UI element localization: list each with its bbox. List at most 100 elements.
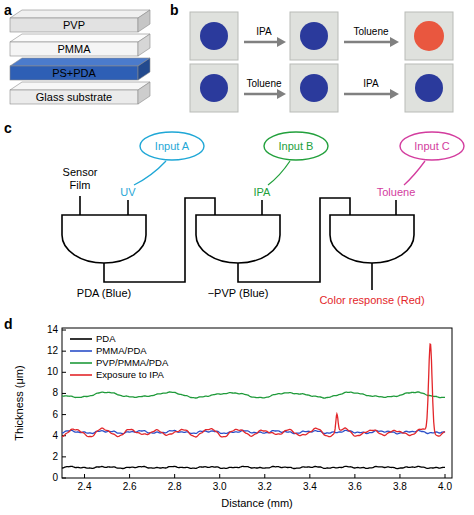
arrow-head xyxy=(277,89,286,99)
layer-slab: PVP xyxy=(10,10,150,32)
tick-mark xyxy=(129,474,130,478)
layer-label: PVP xyxy=(10,18,138,32)
solvent-label: Toluene xyxy=(246,78,281,90)
tick-label: 8 xyxy=(52,387,58,399)
signal-name: Toluene xyxy=(377,186,416,199)
leader-line xyxy=(404,161,425,185)
tick-label: 4 xyxy=(52,430,58,442)
tick-mark xyxy=(264,474,265,478)
film-spot xyxy=(414,21,444,51)
leader-line xyxy=(134,161,166,185)
slab-front xyxy=(10,66,138,80)
tick-mark xyxy=(219,474,220,478)
wire xyxy=(371,263,373,290)
tick-label: 6 xyxy=(52,409,58,421)
tick-mark xyxy=(62,393,66,394)
solvent-label: Toluene xyxy=(353,26,388,38)
film-photo xyxy=(190,64,238,112)
signal-name: UV xyxy=(120,186,135,199)
layer-label: PS+PDA xyxy=(10,66,138,80)
legend-swatch xyxy=(70,338,92,340)
film-photo xyxy=(405,12,453,60)
thickness-trace xyxy=(62,466,445,468)
tick-mark xyxy=(84,474,85,478)
input-label: Input C xyxy=(399,131,465,161)
wire xyxy=(79,196,81,215)
tick-label: 4.0 xyxy=(438,481,452,493)
process-arrow xyxy=(244,93,278,96)
legend-swatch xyxy=(70,350,92,352)
output-name: Color response (Red) xyxy=(319,294,424,307)
and-gate xyxy=(62,215,146,263)
layer-label: PMMA xyxy=(10,42,138,56)
wire xyxy=(104,198,215,282)
tick-label: 2.8 xyxy=(168,481,182,493)
and-gate xyxy=(330,215,414,263)
tick-label: 3.0 xyxy=(213,481,227,493)
film-spot xyxy=(415,74,443,102)
signal-name: Sensor Film xyxy=(55,166,105,192)
slab-top xyxy=(10,10,150,18)
panel-letter: a xyxy=(4,2,12,19)
input-label: Input B xyxy=(263,131,329,161)
legend-text: PDA xyxy=(96,333,116,344)
film-spot xyxy=(300,74,328,102)
plot-frame xyxy=(62,328,452,478)
bubble-ellipse xyxy=(264,132,328,160)
wire xyxy=(127,200,129,215)
process-arrow xyxy=(344,41,391,44)
slab-front xyxy=(10,42,138,56)
layer-label: Glass substrate xyxy=(10,90,138,104)
tick-label: 0 xyxy=(52,472,58,484)
panel-letter: c xyxy=(4,120,12,137)
tick-mark xyxy=(62,478,66,479)
legend-text: Exposure to IPA xyxy=(96,369,164,380)
arrow-head xyxy=(390,37,399,47)
process-arrow xyxy=(244,41,278,44)
tick-mark xyxy=(62,351,66,352)
film-spot xyxy=(300,22,328,50)
layer-slab: PS+PDA xyxy=(10,58,150,80)
legend-swatch xyxy=(70,362,92,364)
slab-side xyxy=(138,10,150,32)
tick-label: 3.2 xyxy=(258,481,272,493)
input-bubble: Input C xyxy=(399,131,465,161)
slab-top xyxy=(10,82,150,90)
slab-top xyxy=(10,34,150,42)
axis-title: Distance (mm) xyxy=(221,497,293,510)
arrow-head xyxy=(390,89,399,99)
input-bubble: Input A xyxy=(139,131,205,161)
bubble-ellipse xyxy=(140,132,204,160)
slab-side xyxy=(138,82,150,104)
tick-mark xyxy=(62,456,66,457)
layer-slab: Glass substrate xyxy=(10,82,150,104)
output-name: PDA (Blue) xyxy=(77,287,131,300)
leader-line xyxy=(268,161,290,185)
tick-label: 3.6 xyxy=(348,481,362,493)
legend-swatch xyxy=(70,374,92,376)
solvent-label: IPA xyxy=(256,26,271,38)
tick-mark xyxy=(399,474,400,478)
film-spot xyxy=(200,22,228,50)
film-photo xyxy=(290,12,338,60)
slab-front xyxy=(10,18,138,32)
thickness-trace xyxy=(62,392,445,398)
signal-name: IPA xyxy=(254,186,271,199)
tick-label: 2 xyxy=(52,451,58,463)
tick-label: 3.8 xyxy=(393,481,407,493)
thickness-trace xyxy=(62,344,445,437)
input-bubble: Input B xyxy=(263,131,329,161)
film-photo xyxy=(405,64,453,112)
tick-mark xyxy=(354,474,355,478)
film-spot xyxy=(200,74,228,102)
wire xyxy=(395,200,397,215)
panel-letter: d xyxy=(4,316,13,333)
output-name: −PVP (Blue) xyxy=(208,287,269,300)
wire xyxy=(261,200,263,215)
tick-mark xyxy=(309,474,310,478)
solvent-label: IPA xyxy=(363,78,378,90)
axis-title: Thickness (μm) xyxy=(13,365,26,440)
slab-side xyxy=(138,58,150,80)
tick-label: 2.6 xyxy=(123,481,137,493)
tick-mark xyxy=(62,372,66,373)
